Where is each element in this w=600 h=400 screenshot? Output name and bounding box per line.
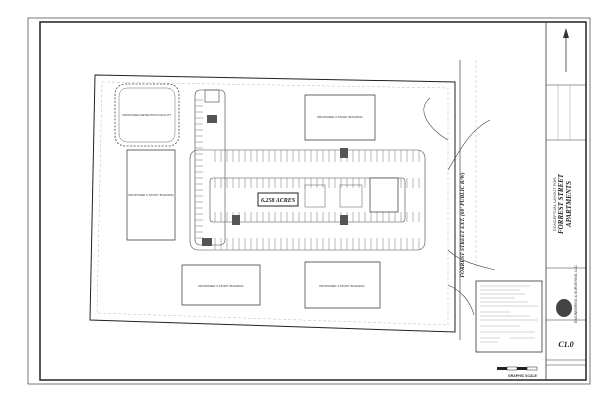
dumpster-enclosures: [202, 115, 348, 246]
building-northeast: PROPOSED 3 STORY BUILDING: [304, 94, 376, 141]
sheet-border: [27, 17, 591, 385]
svg-text:PROPOSED 3 STORY BUILDING: PROPOSED 3 STORY BUILDING: [317, 115, 363, 119]
title-line2: FORREST STREET: [557, 173, 565, 234]
street-label: FORREST STREET EXT. (60' PUBLIC R/W): [459, 172, 466, 277]
svg-text:GRAPHIC SCALE: GRAPHIC SCALE: [508, 374, 538, 378]
property-boundary: [89, 74, 456, 333]
building-south-east: PROPOSED 3 STORY BUILDING: [304, 261, 381, 309]
pool-area: [339, 184, 363, 208]
title-line1: CONCEPTUAL LAYOUT FOR:: [552, 177, 557, 232]
svg-text:PROPOSED 3 STORY BUILDING: PROPOSED 3 STORY BUILDING: [128, 193, 174, 197]
mail-kiosk: [304, 184, 326, 208]
drawing-frame: [39, 21, 587, 381]
acreage-label: 6.258 ACRES: [257, 192, 299, 207]
building-west: PROPOSED 3 STORY BUILDING: [126, 149, 176, 241]
company-logo: [556, 299, 572, 317]
site-notes-box: [475, 280, 543, 353]
company-name: ENGINEERING & SURVEYING, LLC: [574, 265, 578, 323]
building-south-west: PROPOSED 3 STORY BUILDING: [181, 264, 261, 306]
sheet-number: C1.0: [558, 340, 573, 349]
svg-text:PROPOSED DETENTION FACILITY: PROPOSED DETENTION FACILITY: [122, 113, 171, 117]
title-block: CONCEPTUAL LAYOUT FOR: FORREST STREET AP…: [545, 22, 586, 380]
detention-facility: PROPOSED DETENTION FACILITY: [114, 83, 180, 147]
clubhouse-building: [369, 177, 399, 213]
title-line3: APARTMENTS: [565, 181, 573, 228]
svg-text:6.258 ACRES: 6.258 ACRES: [261, 198, 296, 204]
svg-text:PROPOSED 3 STORY BUILDING: PROPOSED 3 STORY BUILDING: [198, 284, 244, 288]
graphic-scale: GRAPHIC SCALE: [497, 366, 538, 378]
svg-text:PROPOSED 3 STORY BUILDING: PROPOSED 3 STORY BUILDING: [319, 284, 365, 288]
parking-stalls: [195, 99, 420, 250]
forrest-street: FORREST STREET EXT. (60' PUBLIC R/W): [423, 60, 496, 340]
